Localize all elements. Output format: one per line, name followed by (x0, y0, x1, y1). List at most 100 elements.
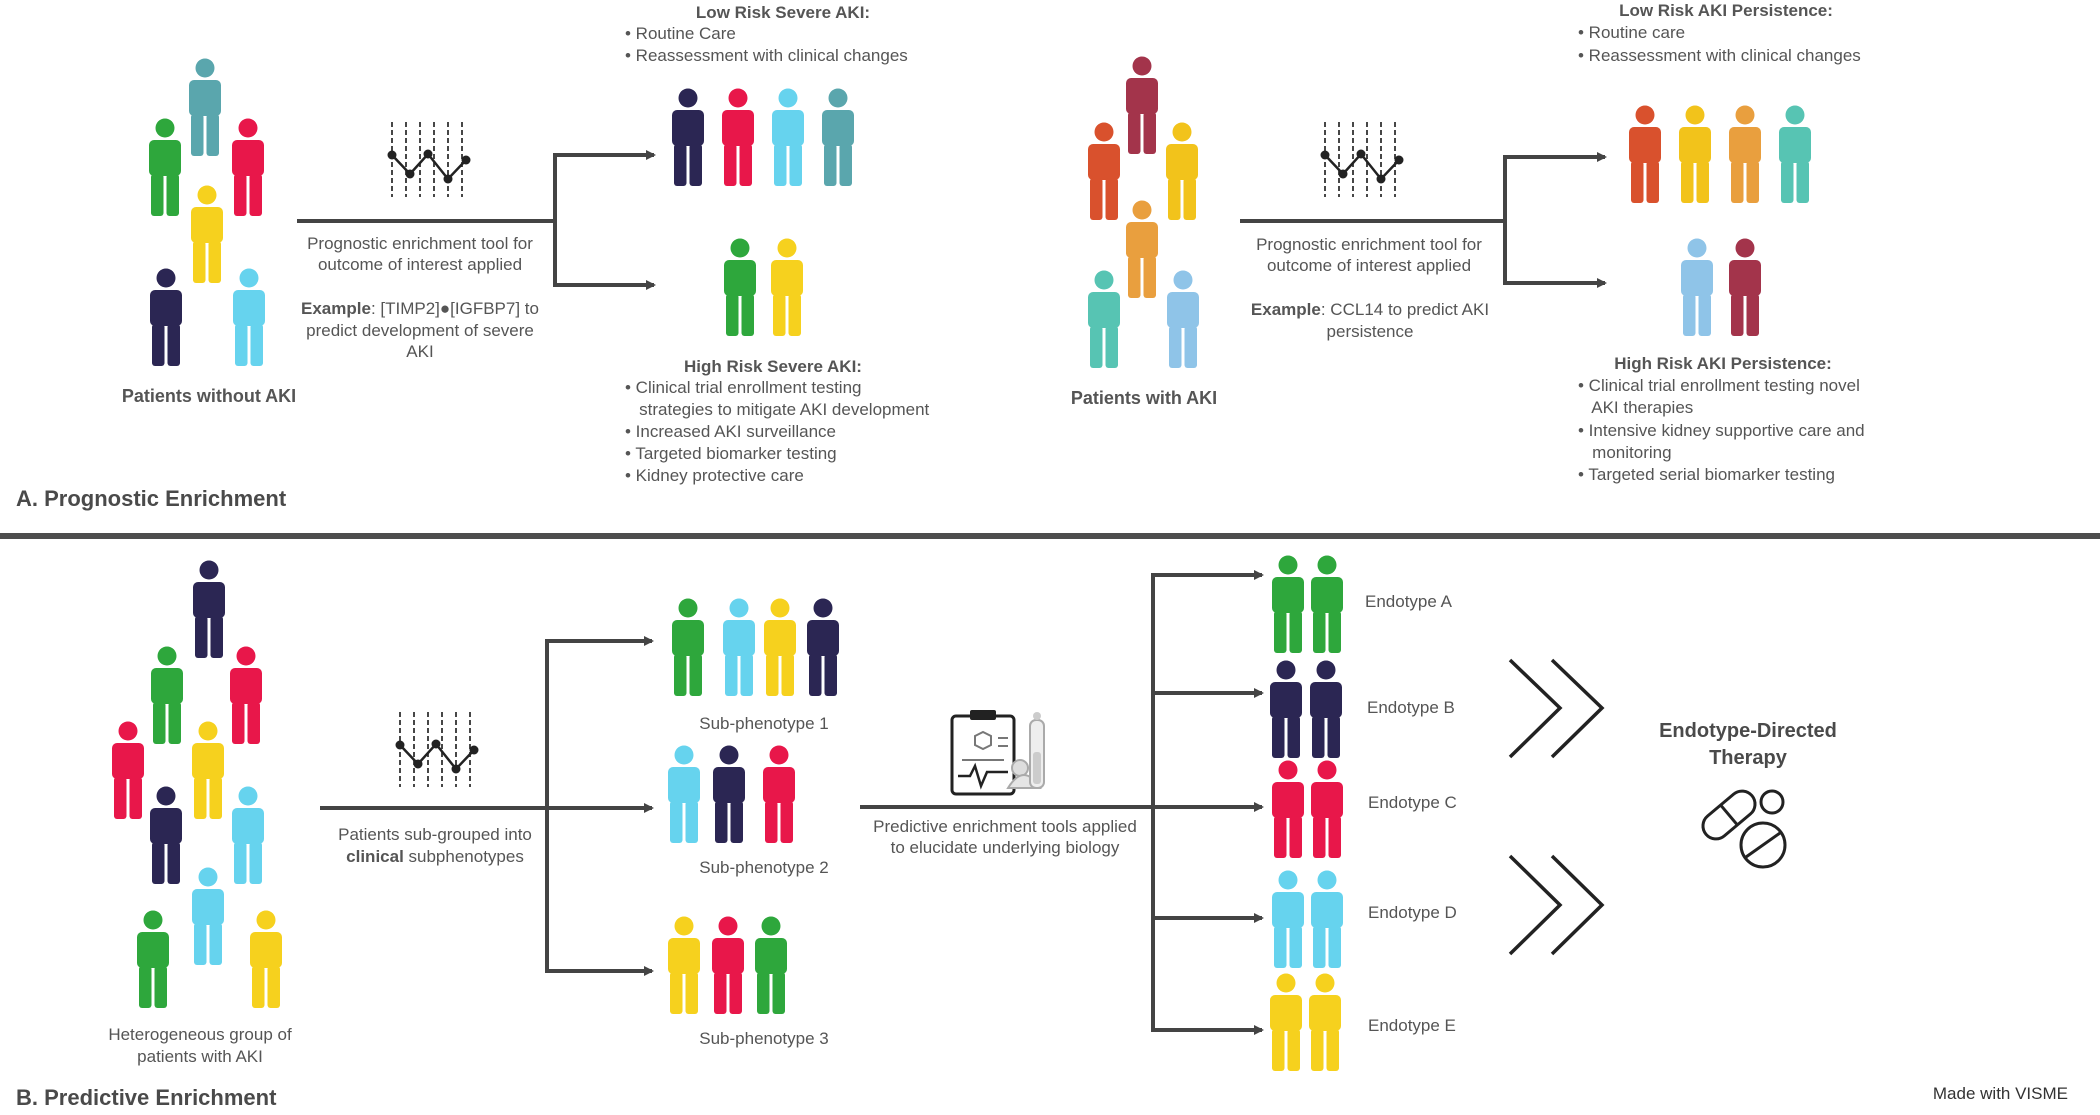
clipboard-lab-icon (950, 710, 1045, 796)
endotype-e-label: Endotype E (1368, 1016, 1456, 1035)
person-icon (233, 268, 265, 366)
high-risk-item: • Kidney protective care (625, 466, 804, 485)
person-icon (713, 745, 745, 843)
predictive-text-line1: Predictive enrichment tools applied (873, 817, 1137, 836)
example-text-line2: persistence (1327, 322, 1414, 341)
low-risk-item: • Reassessment with clinical changes (625, 46, 908, 65)
subphenotype-arrows (320, 636, 654, 976)
endotype-a-label: Endotype A (1365, 592, 1453, 611)
high-risk-item: • Intensive kidney supportive care and (1578, 421, 1865, 440)
endotype-d-label: Endotype D (1368, 903, 1457, 922)
person-icon (764, 598, 796, 696)
high-risk-item: • Clinical trial enrollment testing nove… (1578, 376, 1860, 395)
subgroup-text-line2: clinical subphenotypes (346, 847, 524, 866)
low-risk-item: • Routine Care (625, 24, 736, 43)
endotype-c-label: Endotype C (1368, 793, 1457, 812)
person-icon (137, 910, 169, 1008)
person-icon (1272, 555, 1304, 653)
high-risk-item: • Increased AKI surveillance (625, 422, 836, 441)
heterogeneous-aki-group (112, 560, 282, 1008)
therapy-label-line2: Therapy (1709, 747, 1788, 769)
patients-without-aki-group (149, 58, 265, 366)
section-b-label: B. Predictive Enrichment (16, 1085, 277, 1110)
person-icon (1272, 870, 1304, 968)
example-text-line1: Example: [TIMP2]●[IGFBP7] to (301, 299, 539, 318)
patients-with-aki-label: Patients with AKI (1071, 388, 1217, 408)
person-icon (668, 745, 700, 843)
example-text-line3: AKI (406, 342, 433, 361)
person-icon (189, 58, 221, 156)
patients-with-aki-group (1088, 56, 1199, 368)
person-icon (232, 118, 264, 216)
low-risk-aki-persistence-title: Low Risk AKI Persistence: (1619, 1, 1833, 20)
person-icon (1167, 270, 1199, 368)
heterogeneous-label-line2: patients with AKI (137, 1047, 263, 1066)
endotype-b-label: Endotype B (1367, 698, 1455, 717)
visme-watermark: Made with VISME (1933, 1084, 2068, 1103)
person-icon (1126, 200, 1158, 298)
high-risk-item: • Targeted biomarker testing (625, 444, 837, 463)
person-icon (1126, 56, 1158, 154)
person-icon (1311, 555, 1343, 653)
person-icon (192, 721, 224, 819)
tool-text-line2: outcome of interest applied (1267, 256, 1471, 275)
high-risk-item: strategies to mitigate AKI development (625, 400, 930, 419)
person-icon (668, 916, 700, 1014)
section-divider (0, 533, 2100, 539)
low-risk-item: • Reassessment with clinical changes (1578, 46, 1861, 65)
person-icon (151, 646, 183, 744)
person-icon (722, 88, 754, 186)
person-icon (755, 916, 787, 1014)
person-icon (1088, 122, 1120, 220)
person-icon (150, 786, 182, 884)
section-b: Heterogeneous group of patients with AKI… (16, 555, 2068, 1110)
low-risk-severe-aki-group (672, 88, 854, 186)
person-icon (1729, 105, 1761, 203)
section-a: Patients without AKI Prognostic enrichme… (16, 1, 1865, 511)
high-risk-item: AKI therapies (1578, 398, 1693, 417)
tool-text-line1: Prognostic enrichment tool for (1256, 235, 1482, 254)
person-icon (1166, 122, 1198, 220)
high-risk-item: • Targeted serial biomarker testing (1578, 465, 1835, 484)
person-icon (672, 598, 704, 696)
person-icon (1310, 660, 1342, 758)
person-icon (192, 867, 224, 965)
section-a-label: A. Prognostic Enrichment (16, 486, 287, 511)
high-risk-item: monitoring (1578, 443, 1672, 462)
person-icon (1272, 760, 1304, 858)
person-icon (112, 721, 144, 819)
graph-icon (386, 120, 472, 199)
person-icon (149, 118, 181, 216)
person-icon (712, 916, 744, 1014)
person-icon (1311, 760, 1343, 858)
subphenotype-1-label: Sub-phenotype 1 (699, 714, 829, 733)
heterogeneous-label-line1: Heterogeneous group of (108, 1025, 292, 1044)
person-icon (723, 598, 755, 696)
person-icon (191, 185, 223, 283)
high-risk-severe-aki-title: High Risk Severe AKI: (684, 357, 862, 376)
branch-arrows-left (297, 150, 656, 290)
chevron-right-icon (1508, 854, 1605, 956)
tool-text-line1: Prognostic enrichment tool for (307, 234, 533, 253)
endotype-d-group (1272, 870, 1343, 968)
person-icon (822, 88, 854, 186)
subphenotype-3-group (668, 916, 787, 1014)
person-icon (807, 598, 839, 696)
subphenotype-3-label: Sub-phenotype 3 (699, 1029, 829, 1048)
person-icon (230, 646, 262, 744)
person-icon (150, 268, 182, 366)
person-icon (1311, 870, 1343, 968)
pills-icon (1701, 789, 1787, 869)
person-icon (232, 786, 264, 884)
person-icon (193, 560, 225, 658)
person-icon (771, 238, 803, 336)
subgroup-text-line1: Patients sub-grouped into (338, 825, 532, 844)
subphenotype-1-group (672, 598, 839, 696)
person-icon (1779, 105, 1811, 203)
person-icon (250, 910, 282, 1008)
branch-arrows-right (1240, 152, 1607, 288)
person-icon (1629, 105, 1661, 203)
person-icon (1088, 270, 1120, 368)
person-icon (772, 88, 804, 186)
